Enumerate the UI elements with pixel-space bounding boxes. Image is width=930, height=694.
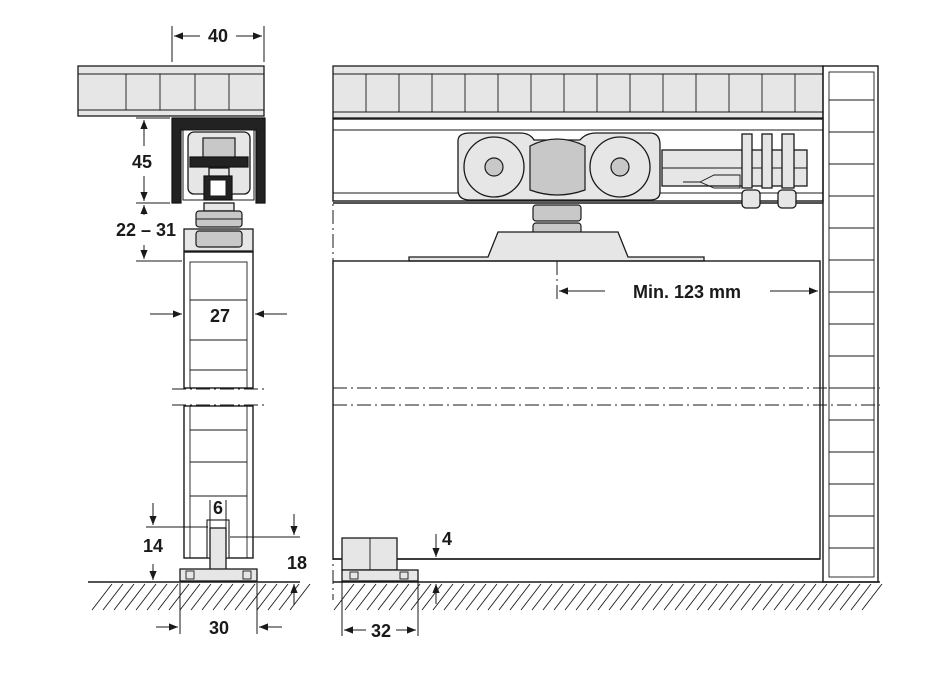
- dim-label-6: 6: [213, 498, 223, 518]
- floor-hatch-left: [91, 583, 311, 611]
- dim-label-22-31: 22 – 31: [116, 220, 176, 240]
- bolt-nut-front: [532, 204, 582, 222]
- dimension-lines: [136, 26, 818, 636]
- mounting-plate: [408, 231, 705, 262]
- ceiling-panel-right: [332, 65, 824, 119]
- dim-label-40: 40: [208, 26, 228, 46]
- dim-label-27: 27: [210, 306, 230, 326]
- dim-label-14: 14: [143, 536, 163, 556]
- dim-label-18: 18: [287, 553, 307, 573]
- side-section-view: [77, 65, 300, 583]
- floor-hatch-right: [333, 583, 883, 611]
- track-profile: [171, 117, 266, 204]
- floor-guide-plate: [179, 568, 258, 582]
- dim-label-45: 45: [132, 152, 152, 172]
- ceiling-panel-left: [77, 65, 265, 117]
- sliding-door-panel: [332, 260, 821, 560]
- floor-guide-pin: [209, 527, 227, 571]
- floor-guide-front: [341, 537, 398, 571]
- dim-label-4: 4: [442, 529, 452, 549]
- dim-label-min-123: Min. 123 mm: [633, 282, 741, 302]
- dim-label-32: 32: [371, 621, 391, 641]
- front-view: [332, 65, 880, 600]
- dim-label-30: 30: [209, 618, 229, 638]
